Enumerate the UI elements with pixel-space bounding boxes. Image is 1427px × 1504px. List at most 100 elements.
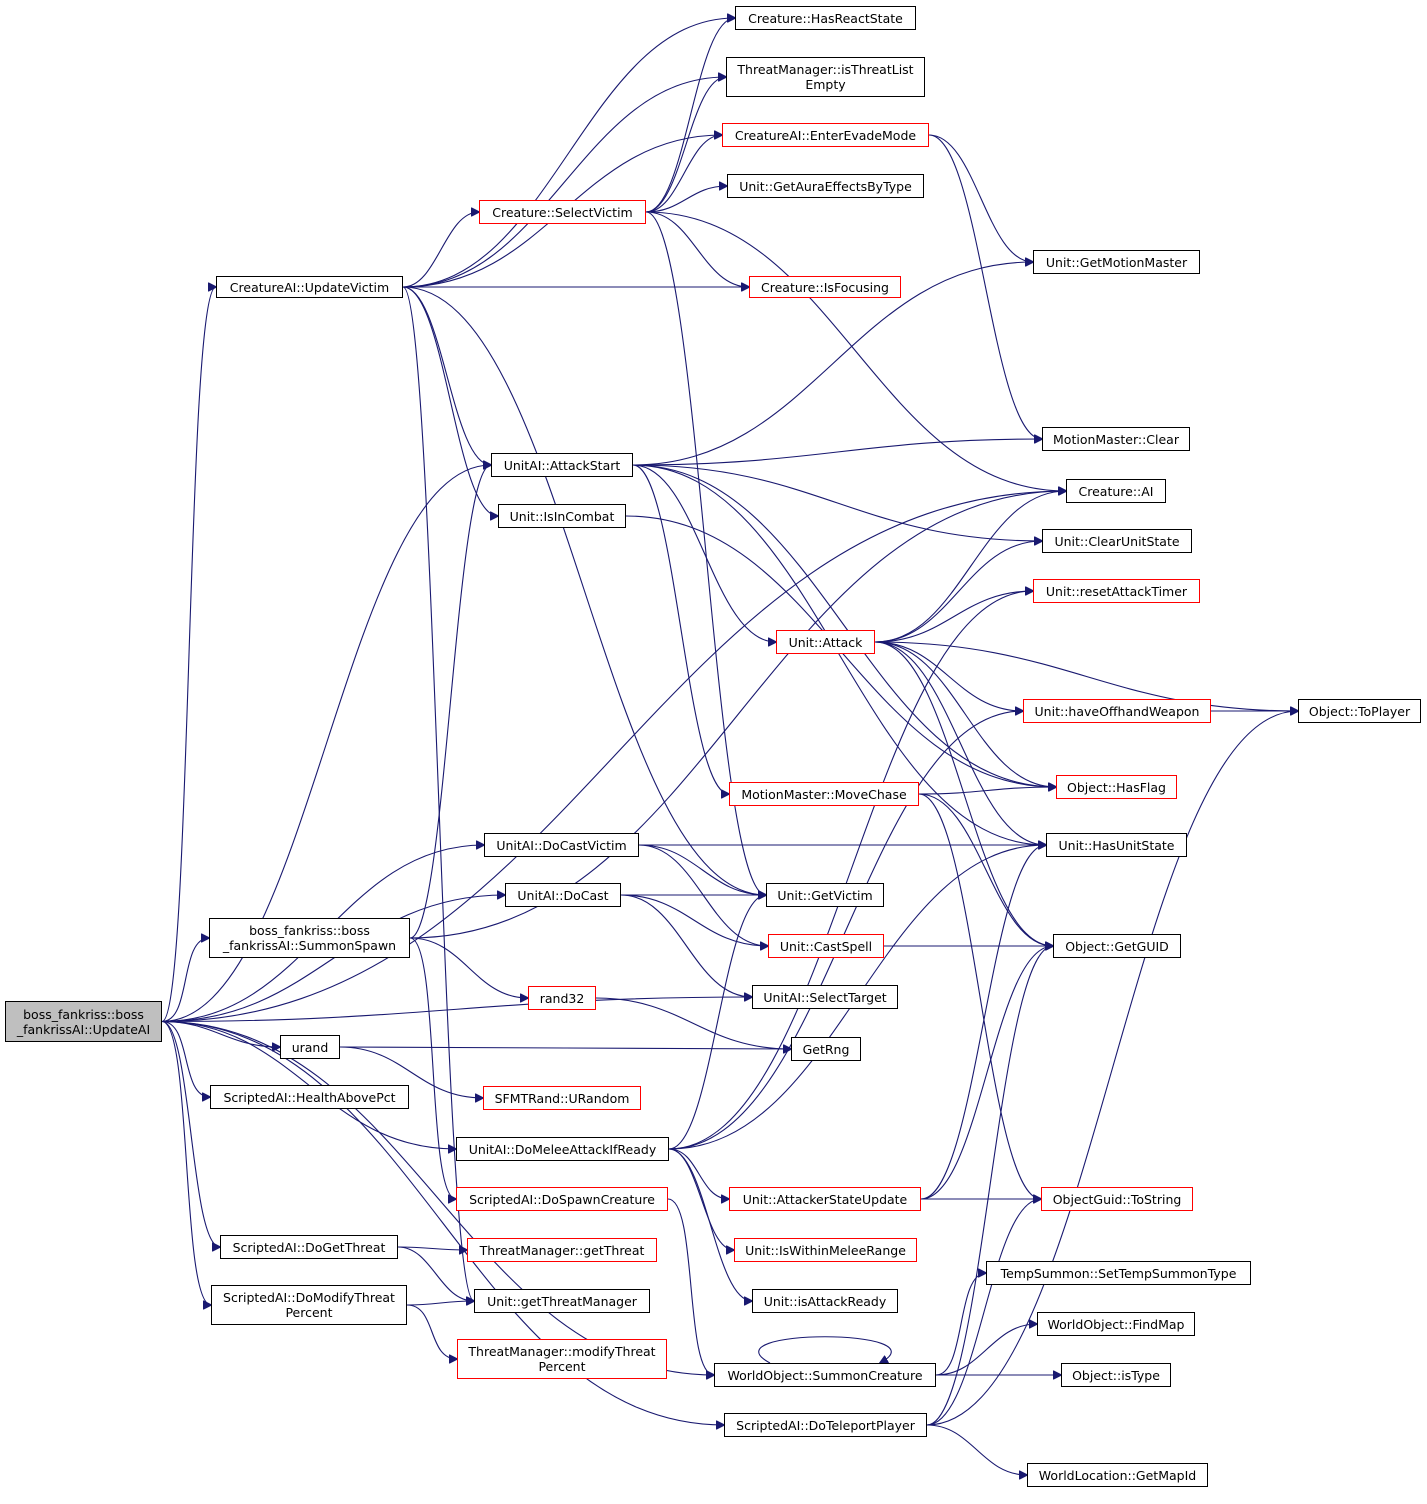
node-get-motion-master[interactable]: Unit::GetMotionMaster <box>1033 250 1200 274</box>
node-is-within-melee-range[interactable]: Unit::IsWithinMeleeRange <box>734 1238 917 1262</box>
edge-doMeleeAttackIfReady-to-resetAttackTimer <box>668 591 1033 1150</box>
edge-rand32-to-getRng <box>595 997 791 1049</box>
edge-root-to-doCast <box>161 895 505 1023</box>
edge-summonCreature-to-summonCreature <box>758 1336 892 1363</box>
node-get-guid[interactable]: Object::GetGUID <box>1053 934 1181 958</box>
node-urand[interactable]: urand <box>280 1035 340 1059</box>
edge-root-to-summonSpawn <box>161 938 209 1023</box>
node-threat-get-threat[interactable]: ThreatManager::getThreat <box>467 1238 657 1262</box>
node-get-aura-effects-by-type[interactable]: Unit::GetAuraEffectsByType <box>727 174 924 198</box>
edge-doTeleportPlayer-to-getMapId <box>926 1424 1027 1475</box>
node-get-victim[interactable]: Unit::GetVictim <box>766 883 884 907</box>
node-attack-start[interactable]: UnitAI::AttackStart <box>491 453 633 477</box>
edge-attackerStateUpdate-to-getGUID <box>920 946 1053 1200</box>
node-rand32[interactable]: rand32 <box>528 986 596 1010</box>
edge-unitAttack-to-creatureAI <box>874 491 1066 643</box>
node-select-victim[interactable]: Creature::SelectVictim <box>479 200 646 224</box>
edge-updateVictim-to-getVictim <box>402 286 766 895</box>
node-enter-evade-mode[interactable]: CreatureAI::EnterEvadeMode <box>722 123 929 147</box>
node-summon-creature[interactable]: WorldObject::SummonCreature <box>714 1363 936 1387</box>
edge-summonSpawn-to-doSpawnCreature <box>409 937 456 1199</box>
node-attacker-state-update[interactable]: Unit::AttackerStateUpdate <box>729 1187 921 1211</box>
edge-root-to-doGetThreat <box>161 1020 220 1248</box>
node-update-victim[interactable]: CreatureAI::UpdateVictim <box>216 276 403 298</box>
edge-selectVictim-to-getAuraEffectsByType <box>645 186 727 213</box>
edge-urand-to-sfmtURandom <box>339 1046 483 1098</box>
edge-enterEvadeMode-to-getMotionMaster <box>928 134 1033 262</box>
edge-unitAttack-to-hasUnitState <box>874 641 1046 845</box>
edge-moveChase-to-hasFlag <box>918 787 1056 795</box>
node-is-threat-list-empty[interactable]: ThreatManager::isThreatList Empty <box>726 57 925 97</box>
node-clear-unit-state[interactable]: Unit::ClearUnitState <box>1042 529 1192 553</box>
edge-unitAttack-to-toPlayer <box>874 641 1298 711</box>
edge-doTeleportPlayer-to-objectGuidToString <box>926 1199 1041 1426</box>
node-get-threat-manager[interactable]: Unit::getThreatManager <box>474 1289 650 1313</box>
edge-unitAttack-to-haveOffhandWeapon <box>874 641 1023 711</box>
node-find-map[interactable]: WorldObject::FindMap <box>1037 1312 1195 1336</box>
node-have-offhand-weapon[interactable]: Unit::haveOffhandWeapon <box>1023 699 1211 723</box>
edge-updateVictim-to-getThreatManager <box>402 286 474 1301</box>
edge-doTeleportPlayer-to-toPlayer <box>926 711 1298 1426</box>
edge-doModifyThreatPercent-to-modifyThreatPercent <box>406 1304 457 1359</box>
node-set-temp-summon-type[interactable]: TempSummon::SetTempSummonType <box>986 1261 1251 1285</box>
edge-doModifyThreatPercent-to-getThreatManager <box>406 1301 474 1306</box>
node-do-teleport-player[interactable]: ScriptedAI::DoTeleportPlayer <box>724 1413 927 1437</box>
edge-selectVictim-to-enterEvadeMode <box>645 135 722 213</box>
edge-doMeleeAttackIfReady-to-getVictim <box>668 895 766 1150</box>
edge-unitAttack-to-resetAttackTimer <box>874 591 1033 643</box>
node-do-modify-threat-percent[interactable]: ScriptedAI::DoModifyThreat Percent <box>211 1285 407 1325</box>
edge-doMeleeAttackIfReady-to-isWithinMeleeRange <box>668 1148 734 1250</box>
edge-attackStart-to-clearUnitState <box>632 464 1042 541</box>
edge-doMeleeAttackIfReady-to-isAttackReady <box>668 1148 752 1301</box>
edge-summonSpawn-to-attackStart <box>409 465 491 939</box>
node-do-melee-attack-if-ready[interactable]: UnitAI::DoMeleeAttackIfReady <box>456 1137 669 1161</box>
node-has-flag[interactable]: Object::HasFlag <box>1056 775 1177 799</box>
node-object-guid-to-string[interactable]: ObjectGuid::ToString <box>1041 1187 1193 1211</box>
node-reset-attack-timer[interactable]: Unit::resetAttackTimer <box>1033 579 1200 603</box>
node-is-focusing[interactable]: Creature::IsFocusing <box>749 276 901 298</box>
node-has-react-state[interactable]: Creature::HasReactState <box>735 6 916 30</box>
node-motion-master-clear[interactable]: MotionMaster::Clear <box>1042 427 1190 451</box>
node-to-player[interactable]: Object::ToPlayer <box>1298 699 1421 723</box>
node-sfmt-urandom[interactable]: SFMTRand::URandom <box>483 1086 641 1110</box>
node-health-above-pct[interactable]: ScriptedAI::HealthAbovePct <box>210 1085 409 1109</box>
node-summon-spawn[interactable]: boss_fankriss::boss _fankrissAI::SummonS… <box>209 918 410 958</box>
node-do-spawn-creature[interactable]: ScriptedAI::DoSpawnCreature <box>456 1187 668 1211</box>
node-is-in-combat[interactable]: Unit::IsInCombat <box>498 504 626 528</box>
edge-updateVictim-to-selectVictim <box>402 212 479 288</box>
node-select-target[interactable]: UnitAI::SelectTarget <box>752 985 898 1009</box>
node-cast-spell[interactable]: Unit::CastSpell <box>768 934 884 958</box>
edge-attackStart-to-hasUnitState <box>632 464 1046 845</box>
node-creature-ai[interactable]: Creature::AI <box>1066 479 1166 503</box>
edge-unitAttack-to-clearUnitState <box>874 541 1042 643</box>
edge-summonSpawn-to-creatureAI <box>409 491 1066 939</box>
node-do-cast-victim[interactable]: UnitAI::DoCastVictim <box>484 833 639 857</box>
edge-selectVictim-to-isFocusing <box>645 211 749 287</box>
edge-attackStart-to-getMotionMaster <box>632 262 1033 466</box>
edge-selectVictim-to-hasReactState <box>645 18 735 213</box>
node-root-updateai: boss_fankriss::boss _fankrissAI::UpdateA… <box>5 1001 162 1042</box>
edge-root-to-attackStart <box>161 465 491 1023</box>
edge-updateVictim-to-isInCombat <box>402 286 498 516</box>
edge-root-to-doTeleportPlayer <box>161 1020 724 1426</box>
node-get-rng[interactable]: GetRng <box>791 1037 861 1061</box>
edge-summonSpawn-to-rand32 <box>409 937 528 998</box>
node-is-type[interactable]: Object::isType <box>1061 1363 1171 1387</box>
edge-doSpawnCreature-to-summonCreature <box>667 1198 714 1375</box>
node-get-map-id[interactable]: WorldLocation::GetMapId <box>1027 1463 1208 1487</box>
edge-doCastVictim-to-getVictim <box>638 844 766 895</box>
edge-selectVictim-to-creatureAI <box>645 211 1066 491</box>
node-unit-attack[interactable]: Unit::Attack <box>776 630 875 654</box>
edge-doGetThreat-to-threatGetThreat <box>397 1247 467 1250</box>
edge-root-to-doModifyThreatPercent <box>161 1020 211 1306</box>
edge-attackStart-to-hasFlag <box>632 464 1056 787</box>
edge-updateVictim-to-isThreatListEmpty <box>402 77 726 288</box>
node-do-get-threat[interactable]: ScriptedAI::DoGetThreat <box>220 1235 398 1259</box>
node-move-chase[interactable]: MotionMaster::MoveChase <box>729 782 919 806</box>
node-has-unit-state[interactable]: Unit::HasUnitState <box>1046 833 1187 857</box>
node-do-cast[interactable]: UnitAI::DoCast <box>505 883 621 907</box>
node-is-attack-ready[interactable]: Unit::isAttackReady <box>752 1289 898 1313</box>
node-modify-threat-percent[interactable]: ThreatManager::modifyThreat Percent <box>457 1339 667 1379</box>
edge-enterEvadeMode-to-motionMasterClear <box>928 134 1042 439</box>
